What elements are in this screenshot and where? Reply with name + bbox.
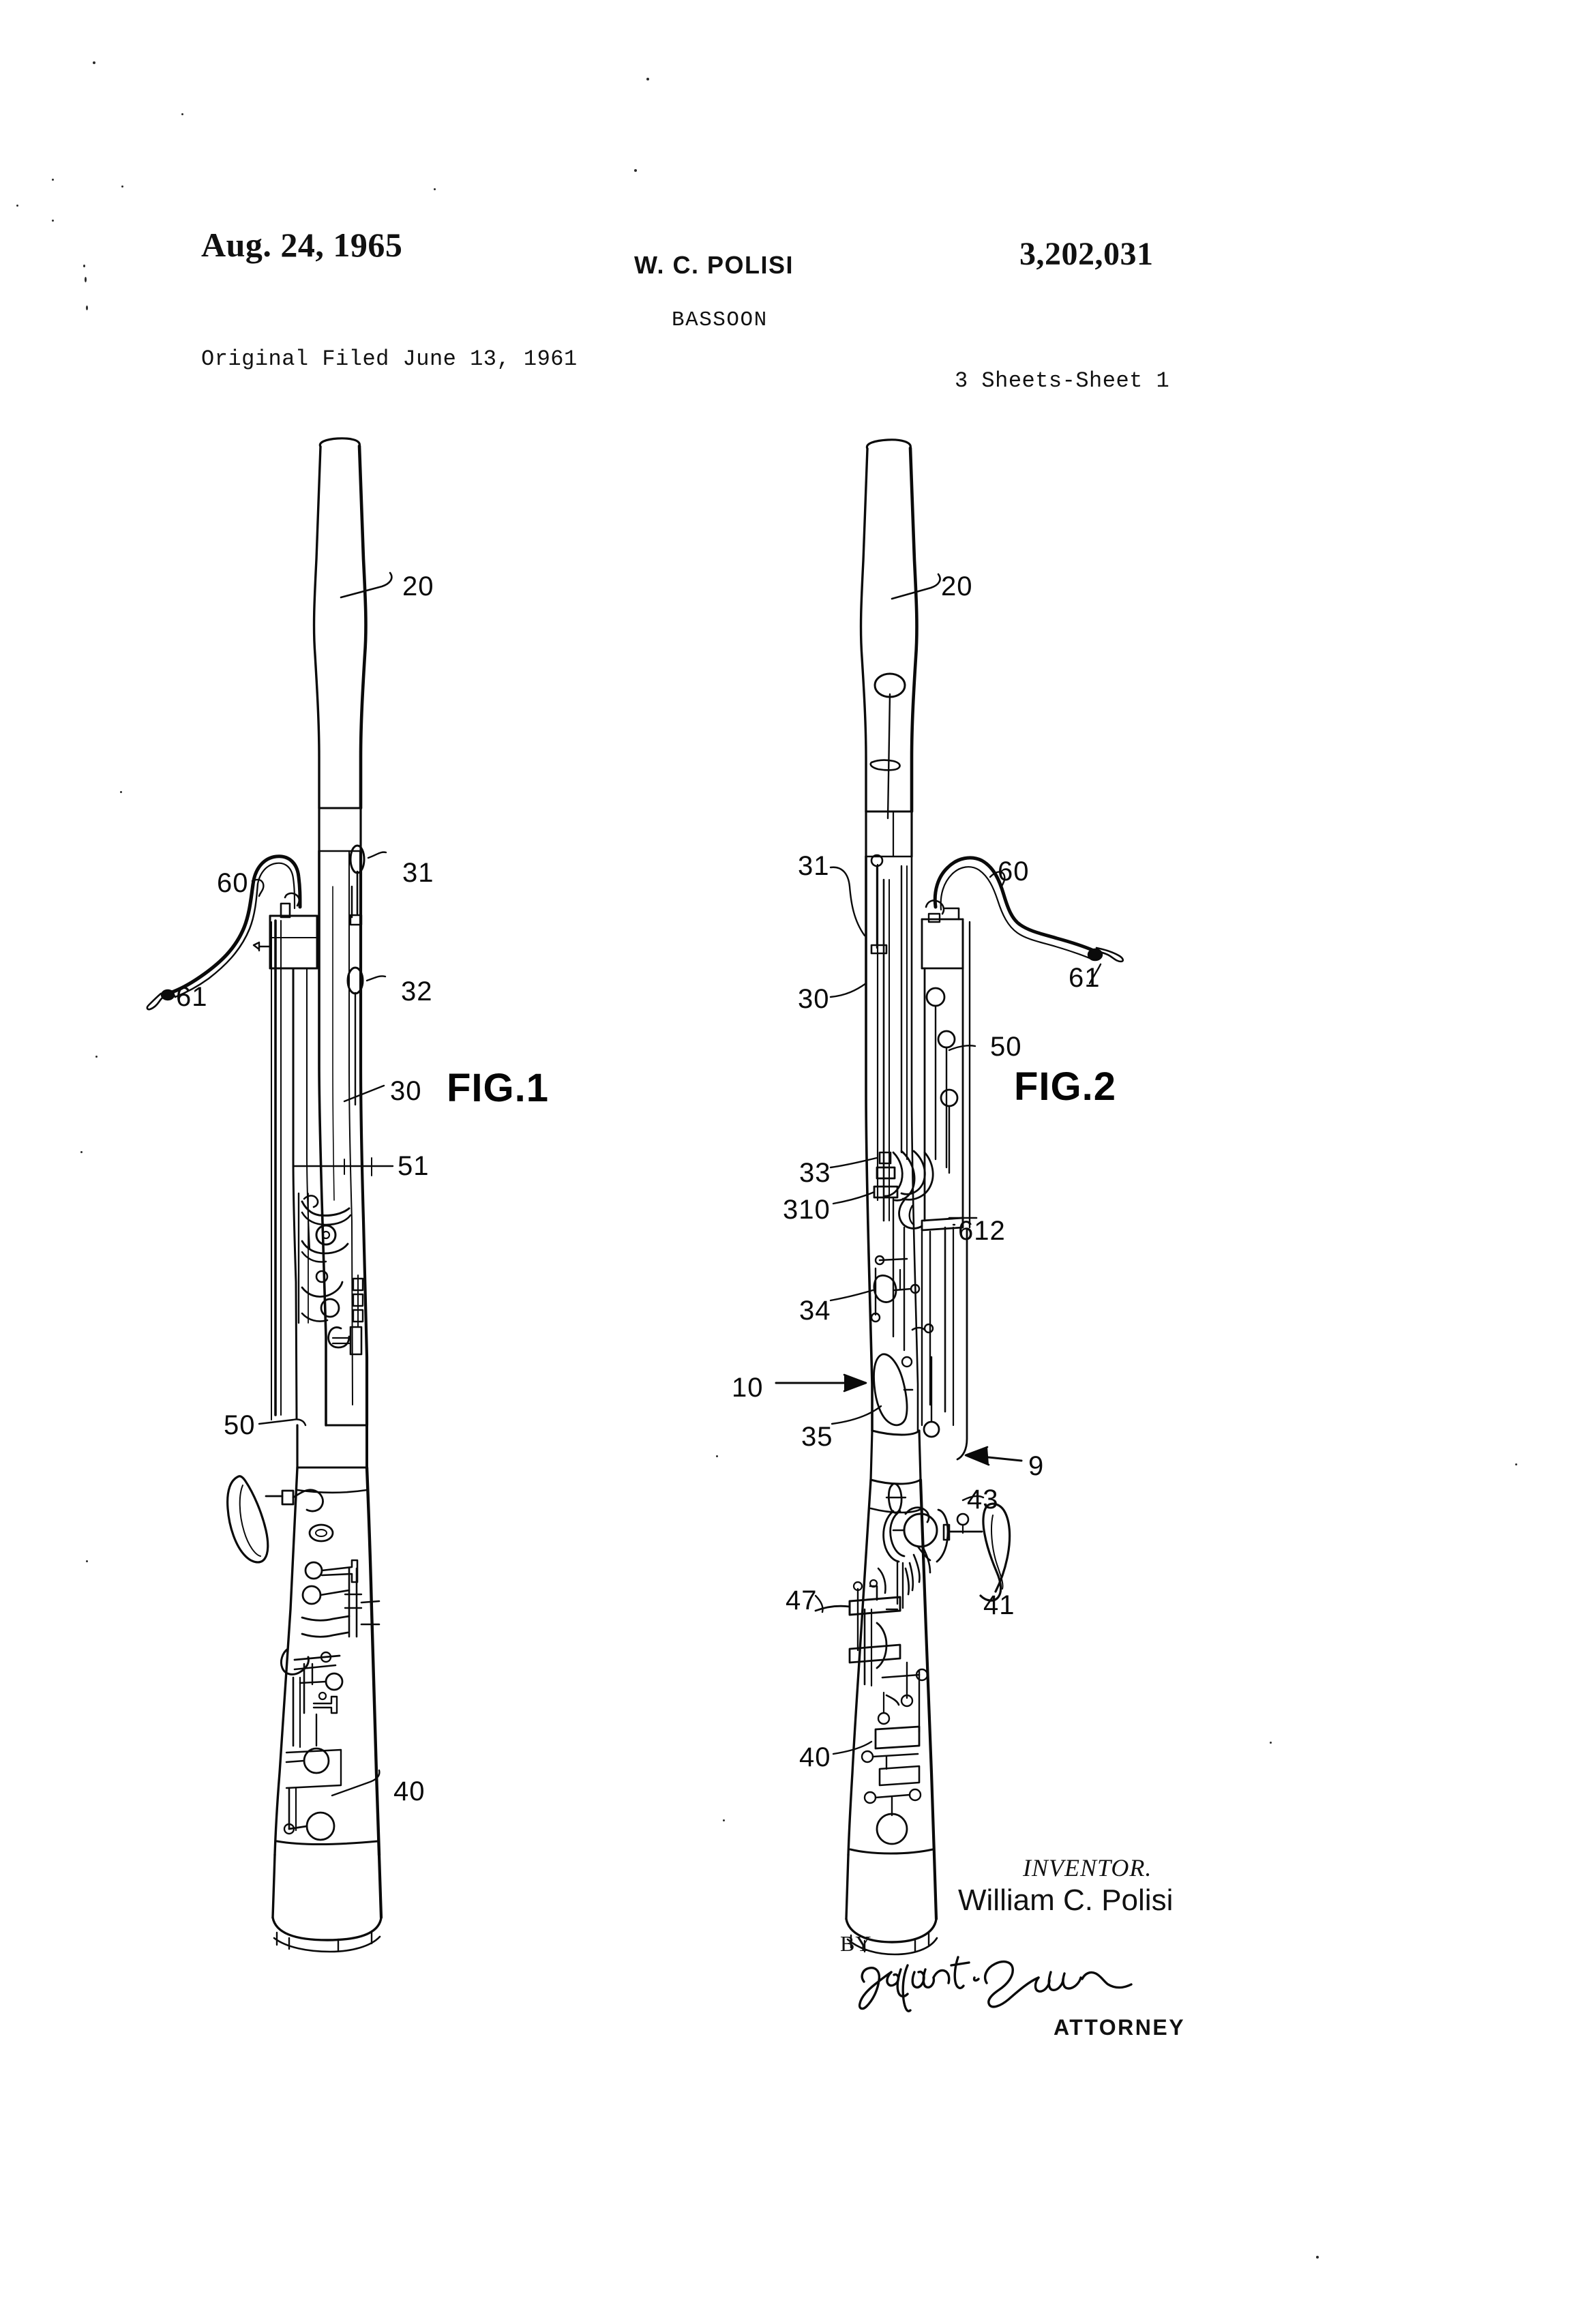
fig2-ref-612: 612 <box>958 1216 1006 1246</box>
scan-artifact <box>52 179 54 181</box>
patent-title: BASSOON <box>672 308 768 332</box>
filing-date: Original Filed June 13, 1961 <box>201 346 578 372</box>
fig2-ref-34: 34 <box>799 1296 831 1326</box>
scan-artifact <box>52 220 54 222</box>
scan-artifact <box>1316 2256 1319 2259</box>
scan-artifact <box>716 1455 718 1457</box>
scan-artifact <box>1270 1742 1272 1744</box>
scan-artifact <box>646 78 649 80</box>
scan-artifact <box>1515 1463 1517 1465</box>
fig2-ref-47: 47 <box>786 1585 818 1615</box>
scan-artifact <box>16 205 18 207</box>
fig1-ref-31: 31 <box>402 858 434 888</box>
inventor-label: INVENTOR. <box>1023 1854 1152 1881</box>
fig2-ref-9: 9 <box>1028 1451 1045 1481</box>
fig1-ref-60: 60 <box>217 868 249 898</box>
scan-artifact <box>86 306 88 310</box>
patent-number: 3,202,031 <box>1019 236 1154 272</box>
fig1-ref-30: 30 <box>390 1076 422 1106</box>
fig1-ref-32: 32 <box>401 977 433 1007</box>
fig2-ref-20: 20 <box>941 571 973 601</box>
sheet-number: 3 Sheets-Sheet 1 <box>955 368 1170 393</box>
scan-artifact <box>120 791 122 793</box>
scan-artifact <box>80 1151 83 1153</box>
fig2-ref-310: 310 <box>783 1195 831 1225</box>
fig2-ref-35: 35 <box>801 1422 833 1452</box>
attorney-label: ATTORNEY <box>1054 2015 1186 2040</box>
fig2-ref-50: 50 <box>990 1032 1022 1062</box>
attorney-signature <box>858 1956 1133 2012</box>
fig2-ref-43: 43 <box>967 1485 999 1515</box>
fig1-ref-50: 50 <box>224 1410 256 1440</box>
scan-artifact <box>85 277 87 282</box>
fig2-ref-41: 41 <box>983 1590 1015 1620</box>
fig2-ref-61: 61 <box>1069 963 1101 993</box>
scan-artifact <box>434 188 436 190</box>
scan-artifact <box>121 185 123 188</box>
fig1-ref-61: 61 <box>176 982 208 1012</box>
fig1-ref-51: 51 <box>398 1151 430 1181</box>
fig2-ref-31: 31 <box>798 851 830 881</box>
scan-artifact <box>95 1056 98 1058</box>
fig1-ref-40: 40 <box>393 1776 426 1806</box>
scan-artifact <box>86 1560 88 1562</box>
inventor-header: W. C. POLISI <box>634 251 794 279</box>
scan-artifact <box>723 1819 725 1821</box>
patent-date: Aug. 24, 1965 <box>201 226 403 264</box>
figure-1-caption: FIG.1 <box>447 1066 550 1110</box>
fig2-ref-33: 33 <box>799 1158 831 1188</box>
inventor-name: William C. Polisi <box>958 1883 1174 1917</box>
fig2-ref-30: 30 <box>798 984 830 1014</box>
scan-artifact <box>181 113 183 115</box>
scan-artifact <box>634 169 637 172</box>
fig1-ref-20: 20 <box>402 571 434 601</box>
by-label: BY <box>840 1931 872 1956</box>
scan-artifact <box>93 61 95 64</box>
fig2-ref-10: 10 <box>732 1373 764 1403</box>
fig2-ref-60: 60 <box>998 856 1030 887</box>
figure-2-caption: FIG.2 <box>1014 1064 1117 1109</box>
scan-artifact <box>83 265 85 267</box>
fig2-ref-40: 40 <box>799 1742 831 1772</box>
